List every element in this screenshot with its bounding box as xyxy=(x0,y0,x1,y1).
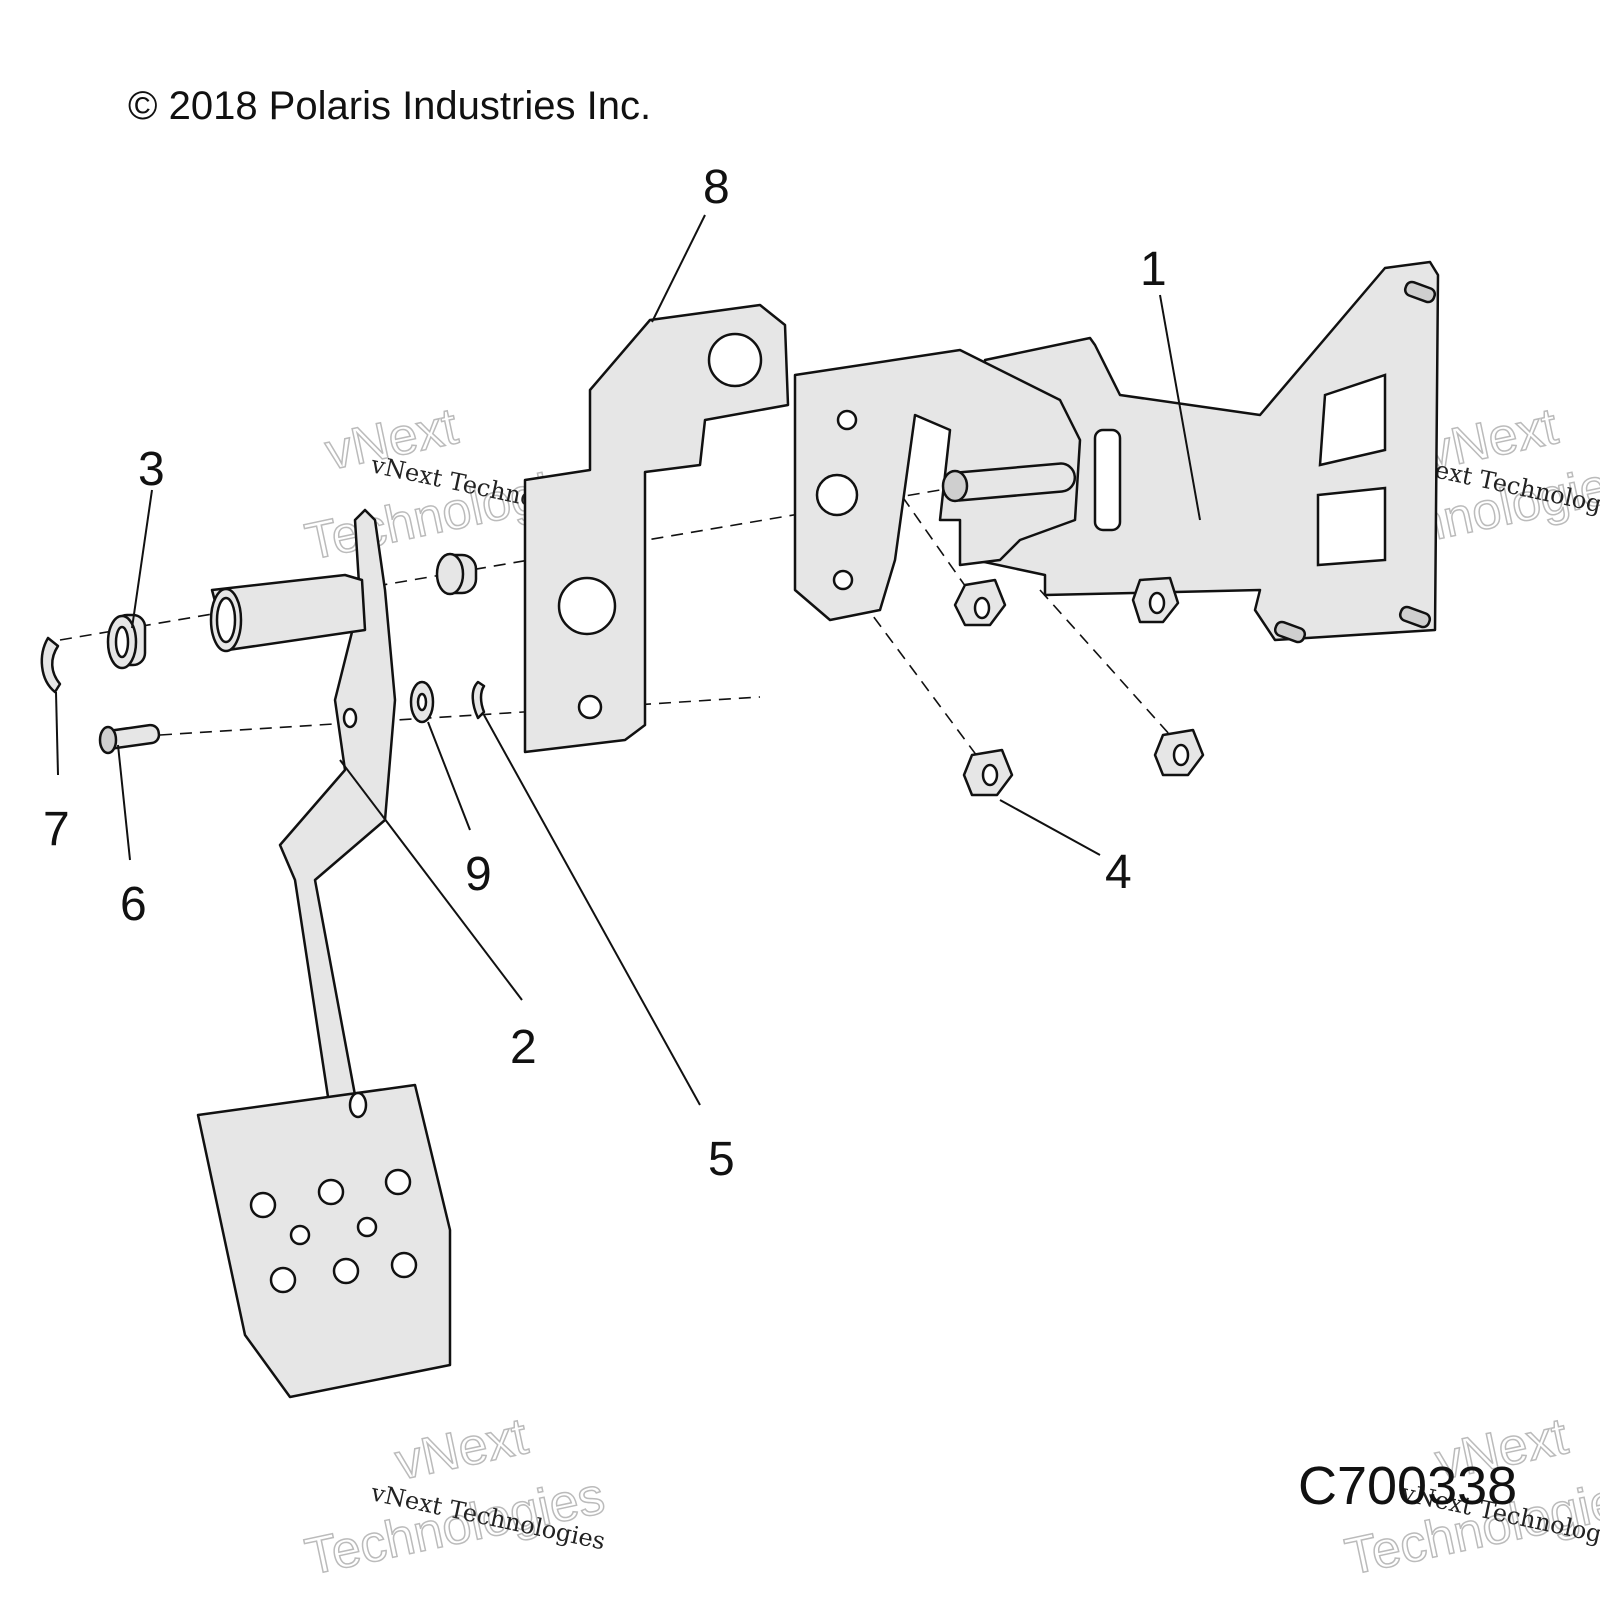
pin-part-6 xyxy=(98,723,161,755)
flange-nut-part-4c xyxy=(1153,728,1205,777)
pivot-bracket xyxy=(793,348,1082,622)
callout-7: 7 xyxy=(43,803,70,856)
callout-8: 8 xyxy=(703,161,730,214)
hardware xyxy=(40,552,1205,797)
figure-code: C700338 xyxy=(1298,1456,1518,1516)
callout-4: 4 xyxy=(1105,846,1132,899)
pedal-pad xyxy=(196,1083,452,1399)
leader-3 xyxy=(131,489,153,629)
callout-labels: 1 2 3 4 5 6 7 8 9 xyxy=(43,161,1167,1186)
leader-6 xyxy=(117,744,131,861)
bushing-part-3 xyxy=(106,613,147,670)
washer-part-9 xyxy=(409,680,435,724)
callout-6: 6 xyxy=(120,878,147,931)
copyright-notice: © 2018 Polaris Industries Inc. xyxy=(128,84,652,128)
leader-4 xyxy=(999,799,1101,856)
assembly-line-nut-a xyxy=(844,414,976,601)
flange-nut-part-4a xyxy=(953,578,1007,627)
bracket-hole-middle xyxy=(815,473,859,517)
assembly-line-pin xyxy=(159,696,761,736)
callout-2: 2 xyxy=(510,1021,537,1074)
brake-pedal-part-2 xyxy=(196,508,452,1399)
callout-1: 1 xyxy=(1140,243,1167,296)
pedal-bracket-part-8 xyxy=(523,303,790,754)
callout-3: 3 xyxy=(138,443,165,496)
bracket-8-upper-hole xyxy=(707,332,763,388)
leader-5 xyxy=(483,714,701,1106)
leader-lines xyxy=(55,214,1201,1106)
bracket-hole-bottom xyxy=(832,569,854,591)
bushing-small xyxy=(435,552,478,596)
e-clip-part-7 xyxy=(40,636,62,694)
watermark-big-5: vNext xyxy=(390,1407,533,1491)
flange-nut-part-4d xyxy=(962,748,1014,797)
bracket-hole-top xyxy=(836,409,858,431)
bracket-8-center-hole xyxy=(557,576,617,636)
hairpin-clip-part-5 xyxy=(471,680,486,720)
flange-nut-part-4b xyxy=(1131,576,1180,624)
leader-9 xyxy=(427,721,471,831)
mounting-bracket-part-1 xyxy=(973,260,1440,644)
leader-2 xyxy=(339,759,523,1001)
assembly-line-nut-c xyxy=(1039,589,1171,736)
leader-1 xyxy=(1159,294,1201,521)
callout-5: 5 xyxy=(708,1133,735,1186)
leader-7 xyxy=(55,691,59,776)
callout-9: 9 xyxy=(465,848,492,901)
leader-8 xyxy=(651,214,706,323)
assembly-line-pivot xyxy=(59,489,941,641)
bracket-8-lower-hole xyxy=(577,694,603,720)
assembly-line-nut-d xyxy=(849,584,981,761)
